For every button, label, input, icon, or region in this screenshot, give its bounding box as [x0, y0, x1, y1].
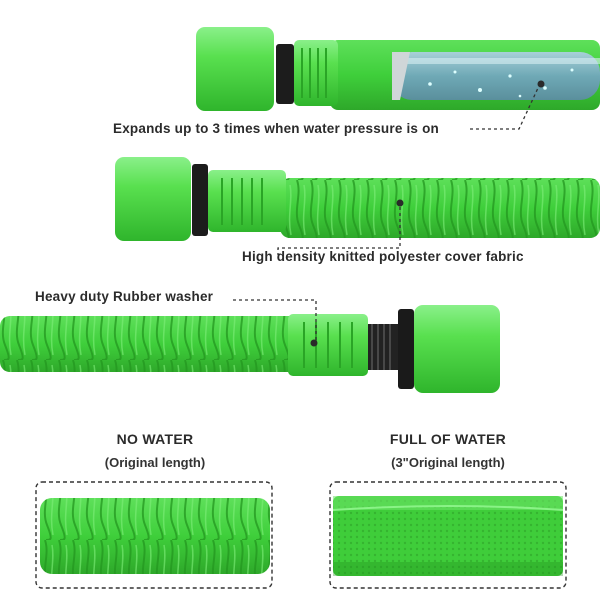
annotation-cover-fabric: High density knitted polyester cover fab… [242, 249, 524, 264]
annotation-washer: Heavy duty Rubber washer [35, 289, 214, 304]
full-of-water-box [329, 481, 567, 589]
connector-middle [115, 157, 286, 241]
full-of-water-subtitle: (3"Original length) [391, 455, 505, 470]
full-of-water-title: FULL OF WATER [389, 431, 507, 447]
leader-lines [233, 87, 539, 340]
no-water-subtitle: (Original length) [104, 455, 206, 470]
connector-bottom [288, 305, 500, 393]
hose-compressed-left [0, 316, 300, 372]
hose-compressed-right [280, 178, 600, 238]
hose-expanded-cutaway [330, 40, 600, 110]
no-water-box [35, 481, 273, 589]
no-water-title: NO WATER [116, 431, 194, 447]
connector-top [196, 27, 338, 111]
annotation-expands: Expands up to 3 times when water pressur… [113, 121, 439, 136]
